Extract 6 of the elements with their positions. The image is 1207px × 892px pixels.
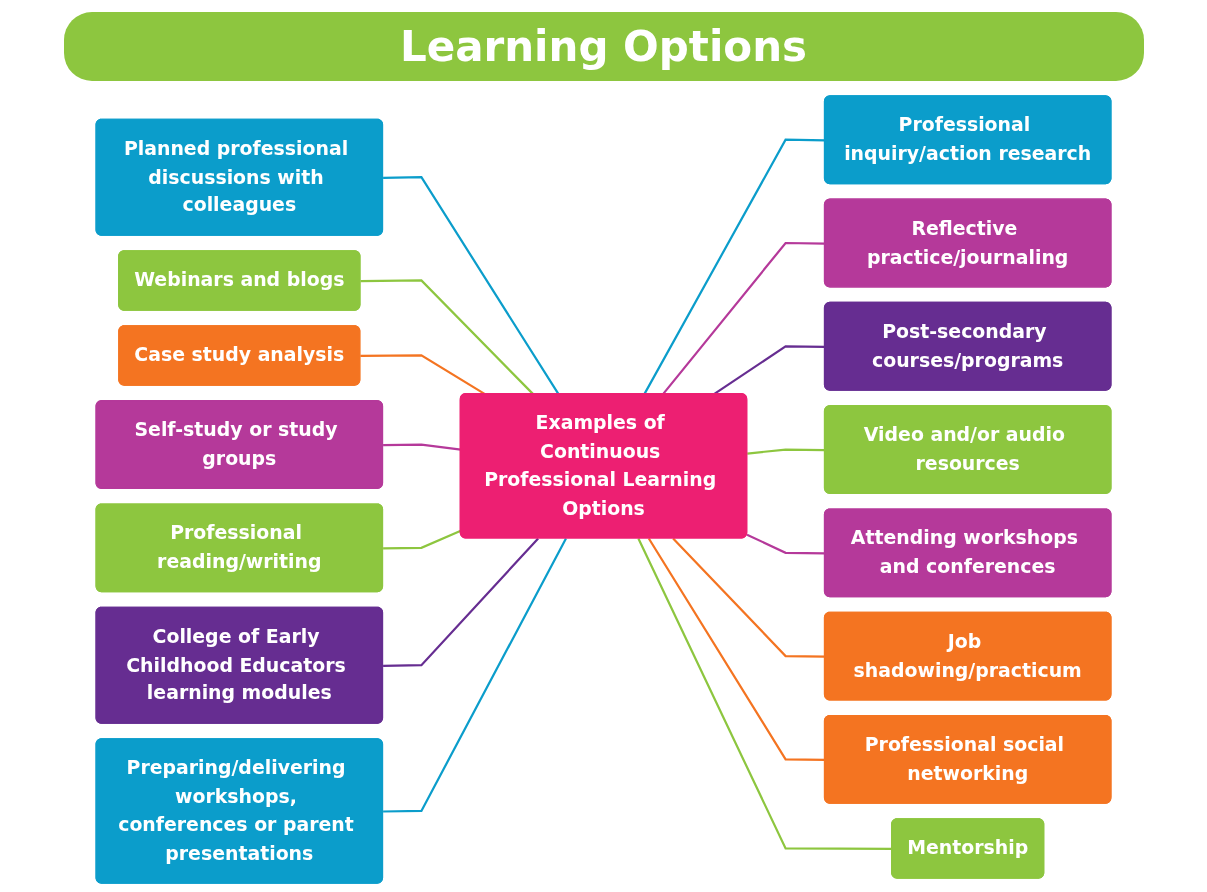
title-banner: Learning Options (63, 12, 1144, 81)
connector (360, 279, 534, 395)
connector (383, 537, 539, 667)
connector (383, 537, 567, 813)
connector (383, 176, 560, 395)
connector (383, 443, 461, 451)
